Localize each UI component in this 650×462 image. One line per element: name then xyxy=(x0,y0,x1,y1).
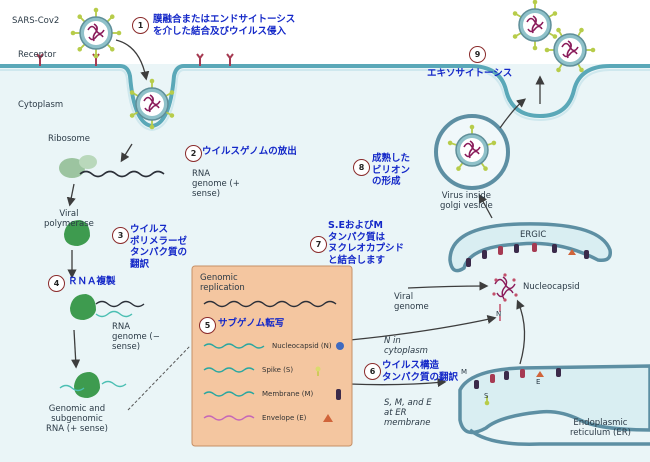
viral-genome-arrow xyxy=(407,281,489,291)
step-badge-1: 1 xyxy=(132,17,149,34)
label-viral-genome: Viral genome xyxy=(394,292,429,313)
s-strand xyxy=(203,367,255,373)
translation-arrow xyxy=(349,378,447,388)
genomic-strands xyxy=(59,380,127,392)
n-strand xyxy=(203,343,265,349)
ergic-to-vesicle-arrow xyxy=(478,193,493,219)
ribosome-to-polymerase-arrow xyxy=(66,183,76,207)
label-receptor: Receptor xyxy=(18,50,57,60)
m-strand xyxy=(203,391,255,397)
step-badge-6: 6 xyxy=(364,363,381,380)
step-badge-3: 3 xyxy=(112,227,129,244)
nucleocapsid-shape xyxy=(492,273,518,302)
label-ribosome: Ribosome xyxy=(48,134,91,144)
step-badge-7: 7 xyxy=(310,236,327,253)
step-text-8: 成熟した ビリオン の形成 xyxy=(372,153,411,188)
label-n-in-cytoplasm: N in cytoplasm xyxy=(384,336,428,357)
polymerase-2 xyxy=(70,294,96,320)
label-sme-at-er: S, M, and E at ER membrane xyxy=(384,398,432,429)
label-n: N xyxy=(496,310,502,318)
label-s: S xyxy=(484,392,489,400)
entry-arrow xyxy=(115,39,150,81)
n-protein-icon xyxy=(336,342,344,350)
er-to-ergic-arrow xyxy=(516,299,526,365)
label-rna-genome-plus: RNA genome (+ sense) xyxy=(192,169,240,200)
step-badge-9: 9 xyxy=(469,46,486,63)
replication-plus xyxy=(95,300,145,308)
step-text-3: ウイルス ポリメラーゼ タンパク質の 翻訳 xyxy=(130,224,188,270)
genomic-replication-panel xyxy=(191,265,353,447)
step-text-9: エキソサイトーシス xyxy=(427,68,513,79)
step-text-1: 膜融合またはエンドサイトーシス を介した結合及びウイルス侵入 xyxy=(153,14,296,37)
membrane-protein-icon xyxy=(336,389,341,400)
er-proteins xyxy=(474,368,561,407)
virus-outside xyxy=(69,6,123,60)
panel-genome-strand xyxy=(203,300,337,308)
ribosome-small xyxy=(79,155,97,169)
spike-protein-icon xyxy=(315,366,321,376)
ergic-compartment xyxy=(448,222,612,273)
label-ergic: ERGIC xyxy=(520,230,547,240)
rna-plus-strand xyxy=(79,170,165,178)
cell-membrane xyxy=(0,64,650,129)
step-badge-5: 5 xyxy=(199,317,216,334)
e-strand xyxy=(203,415,255,421)
label-genomic-replication: Genomic replication xyxy=(200,273,245,294)
step-badge-2: 2 xyxy=(185,145,202,162)
envelope-protein-icon xyxy=(323,414,333,422)
label-virus: SARS-Cov2 xyxy=(12,16,60,26)
label-er: Endoplasmic reticulum (ER) xyxy=(570,418,631,439)
vesicle-to-membrane-arrow xyxy=(499,98,527,129)
step-badge-8: 8 xyxy=(353,159,370,176)
to-genomic-arrow xyxy=(71,329,81,369)
step-text-4: ＲＮＡ複製 xyxy=(68,276,116,287)
replication-minus xyxy=(95,310,133,318)
polymerase-3 xyxy=(74,372,100,398)
release-arrow xyxy=(120,143,133,163)
gene-membrane: Membrane (M) xyxy=(262,390,314,398)
step-badge-4: 4 xyxy=(48,275,65,292)
er-lower-membrane xyxy=(468,428,650,446)
gene-envelope: Envelope (E) xyxy=(262,414,307,422)
label-m: M xyxy=(461,368,468,376)
ribosome-large xyxy=(59,158,85,178)
label-cytoplasm: Cytoplasm xyxy=(18,100,64,110)
step-text-2: ウイルスゲノムの放出 xyxy=(202,146,297,157)
label-viral-polymerase: Viral polymerase xyxy=(44,209,94,230)
gene-spike: Spike (S) xyxy=(262,366,294,374)
label-rna-genome-minus: RNA genome (− sense) xyxy=(112,322,160,353)
membrane-inner-leaflet xyxy=(0,69,650,132)
label-e: E xyxy=(536,378,541,386)
gene-nucleocapsid: Nucleocapsid (N) xyxy=(272,342,332,350)
label-virus-inside-golgi: Virus inside golgi vesicle xyxy=(440,191,493,212)
ergic-proteins xyxy=(466,243,589,267)
label-genomic-subgenomic: Genomic and subgenomic RNA (+ sense) xyxy=(46,404,108,435)
polymerase-1 xyxy=(64,220,90,246)
endoplasmic-reticulum xyxy=(458,364,650,435)
step-text-6: ウイルス構造 タンパク質の翻訳 xyxy=(382,360,459,383)
step-text-5: サブゲノム転写 xyxy=(218,318,285,329)
n-arrow xyxy=(349,314,497,341)
label-nucleocapsid: Nucleocapsid xyxy=(523,282,580,292)
step-text-7: S.EおよびM タンパク質は ヌクレオカプシド と結合します xyxy=(328,220,405,266)
